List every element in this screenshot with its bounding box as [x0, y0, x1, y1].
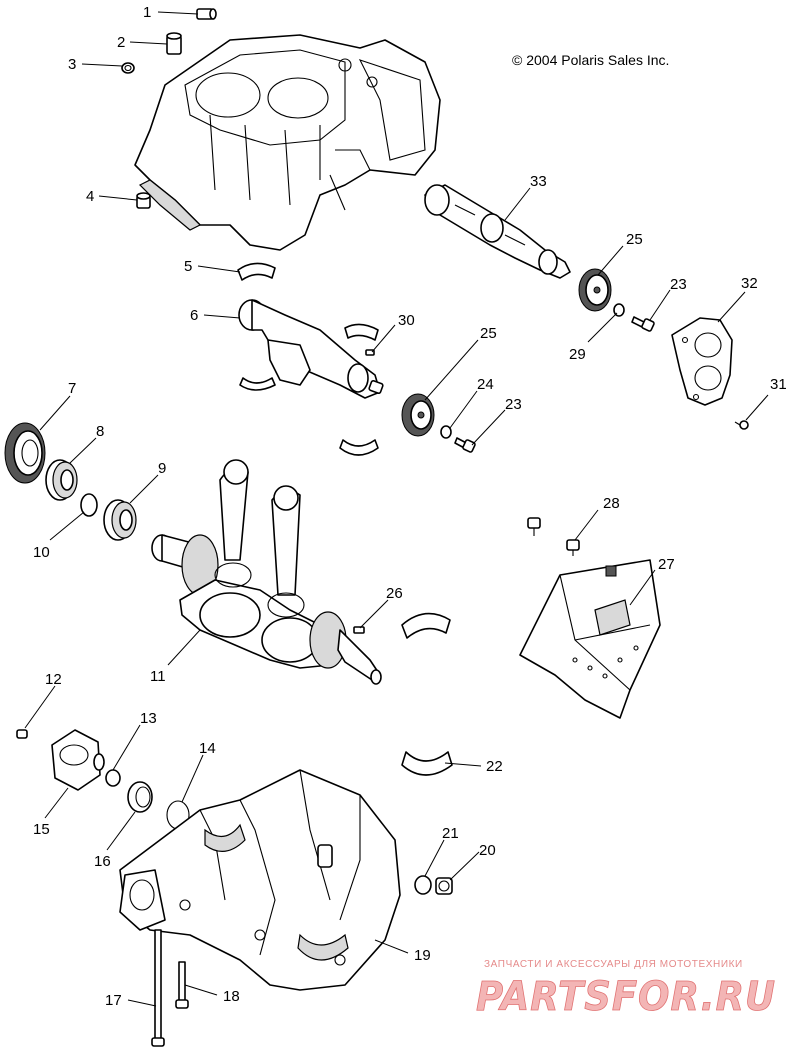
copyright-text: © 2004 Polaris Sales Inc. [512, 52, 669, 68]
lower-crankcase [119, 769, 401, 991]
upper-crankcase [134, 34, 441, 251]
callout-12: 12 [45, 671, 62, 688]
callout-32: 32 [741, 275, 758, 292]
callout-25-middle: 25 [480, 325, 497, 342]
screw-12 [16, 729, 28, 739]
bearing-shell-5 [237, 262, 276, 281]
callout-8: 8 [96, 423, 104, 440]
callout-33: 33 [530, 173, 547, 190]
bolt-28b [566, 539, 580, 556]
callout-16: 16 [94, 853, 111, 870]
callout-23-middle: 23 [505, 396, 522, 413]
washer-24 [440, 425, 452, 439]
bearing-9 [103, 499, 137, 541]
dowel-pin-2 [166, 32, 182, 55]
callout-7: 7 [68, 380, 76, 397]
oil-seal [4, 422, 46, 484]
washer-21 [414, 875, 432, 895]
callout-2: 2 [117, 34, 125, 51]
callout-19: 19 [414, 947, 431, 964]
callout-26: 26 [386, 585, 403, 602]
balance-gear [401, 393, 435, 437]
callout-10: 10 [33, 544, 50, 561]
bushing-16 [127, 781, 153, 813]
main-bearing-shell [401, 612, 451, 639]
bolt-23-upper [631, 316, 655, 332]
bearing-shell-6c [339, 439, 379, 456]
camshaft [424, 184, 571, 279]
balance-shaft [238, 299, 384, 399]
bolt-23-middle [454, 437, 476, 453]
cover-plate [671, 317, 733, 406]
bearing-shell-22 [401, 751, 453, 776]
screw-31 [734, 420, 749, 430]
plug-4 [136, 192, 151, 209]
callout-21: 21 [442, 825, 459, 842]
callout-31: 31 [770, 376, 787, 393]
bolt-18 [175, 961, 189, 1009]
o-ring-3 [121, 62, 135, 74]
callout-11: 11 [150, 668, 166, 685]
drain-plug-20 [435, 877, 453, 895]
cam-gear-upper [578, 268, 612, 312]
callout-30: 30 [398, 312, 415, 329]
callout-13: 13 [140, 710, 157, 727]
bearing-shell-6b [239, 377, 276, 391]
o-ring-13 [105, 769, 121, 787]
callout-18: 18 [223, 988, 240, 1005]
bolt-28a [527, 517, 541, 536]
oil-baffle [519, 559, 661, 719]
watermark-tagline: ЗАПЧАСТИ И АКСЕССУАРЫ ДЛЯ МОТОТЕХНИКИ [484, 959, 743, 970]
callout-20: 20 [479, 842, 496, 859]
callout-24: 24 [477, 376, 494, 393]
callout-15: 15 [33, 821, 50, 838]
leader-lines [24, 11, 769, 1007]
callout-22: 22 [486, 758, 503, 775]
callout-29: 29 [569, 346, 586, 363]
watermark-brand: PARTSFOR.RU [476, 974, 776, 1020]
callout-1: 1 [143, 4, 151, 21]
callout-4: 4 [86, 188, 94, 205]
oil-pump [51, 729, 105, 791]
crankshaft-assembly [151, 459, 382, 685]
bearing-8 [45, 459, 78, 501]
bearing-shell-6a [344, 323, 379, 341]
callout-6: 6 [190, 307, 198, 324]
callout-23-upper: 23 [670, 276, 687, 293]
callout-25-upper: 25 [626, 231, 643, 248]
callout-5: 5 [184, 258, 192, 275]
o-ring-10 [80, 493, 98, 517]
callout-14: 14 [199, 740, 216, 757]
watermark: ЗАПЧАСТИ И АКСЕССУАРЫ ДЛЯ МОТОТЕХНИКИ PA… [476, 959, 776, 1020]
callout-9: 9 [158, 460, 166, 477]
callout-3: 3 [68, 56, 76, 73]
callout-17: 17 [105, 992, 122, 1009]
dowel-pin-1 [196, 8, 217, 20]
key-26 [353, 626, 365, 634]
bolt-17 [151, 929, 165, 1047]
callout-27: 27 [658, 556, 675, 573]
callout-28: 28 [603, 495, 620, 512]
callout-labels: 1 2 3 4 5 6 7 8 9 10 11 12 13 14 15 16 1… [33, 4, 787, 1009]
